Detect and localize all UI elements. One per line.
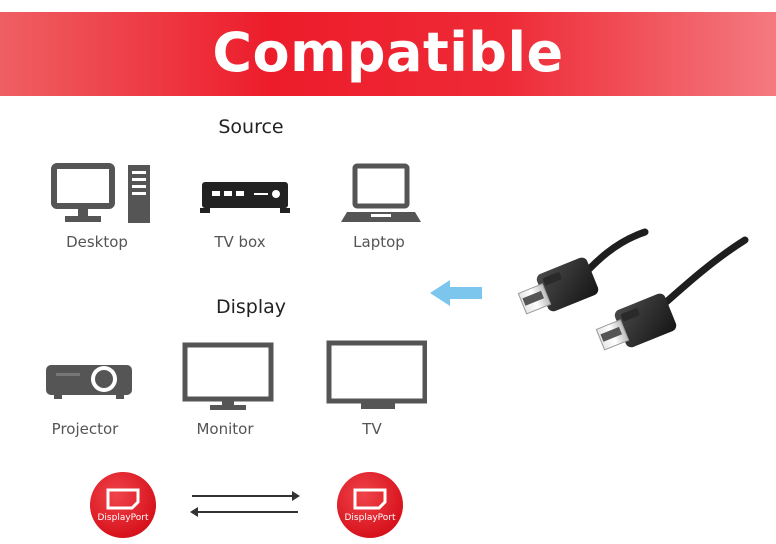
arrow-left-icon [428,278,484,312]
banner-title: Compatible [212,20,564,84]
bidirectional-arrow-icon [188,486,302,526]
header-banner: Compatible [0,12,776,96]
displayport-label-left: DisplayPort [97,512,149,523]
monitor-label: Monitor [196,420,254,438]
desktop-icon [37,160,157,226]
displayport-badge-left: DisplayPort [90,472,156,538]
displayport-cable-image [495,222,755,391]
desktop-label: Desktop [66,233,128,251]
displayport-label-right: DisplayPort [344,512,396,523]
tv-icon [312,340,432,412]
laptop-icon [320,162,440,228]
laptop-label: Laptop [353,233,405,251]
projector-icon [27,355,147,405]
tv-box-label: TV box [214,233,266,251]
source-title: Source [218,116,284,138]
tv-label: TV [362,420,382,438]
displayport-icon [106,488,140,509]
tv-box-icon [185,178,305,218]
displayport-icon [353,488,387,509]
monitor-icon [165,342,285,412]
displayport-badge-right: DisplayPort [337,472,403,538]
display-title: Display [215,296,287,318]
projector-label: Projector [51,420,119,438]
